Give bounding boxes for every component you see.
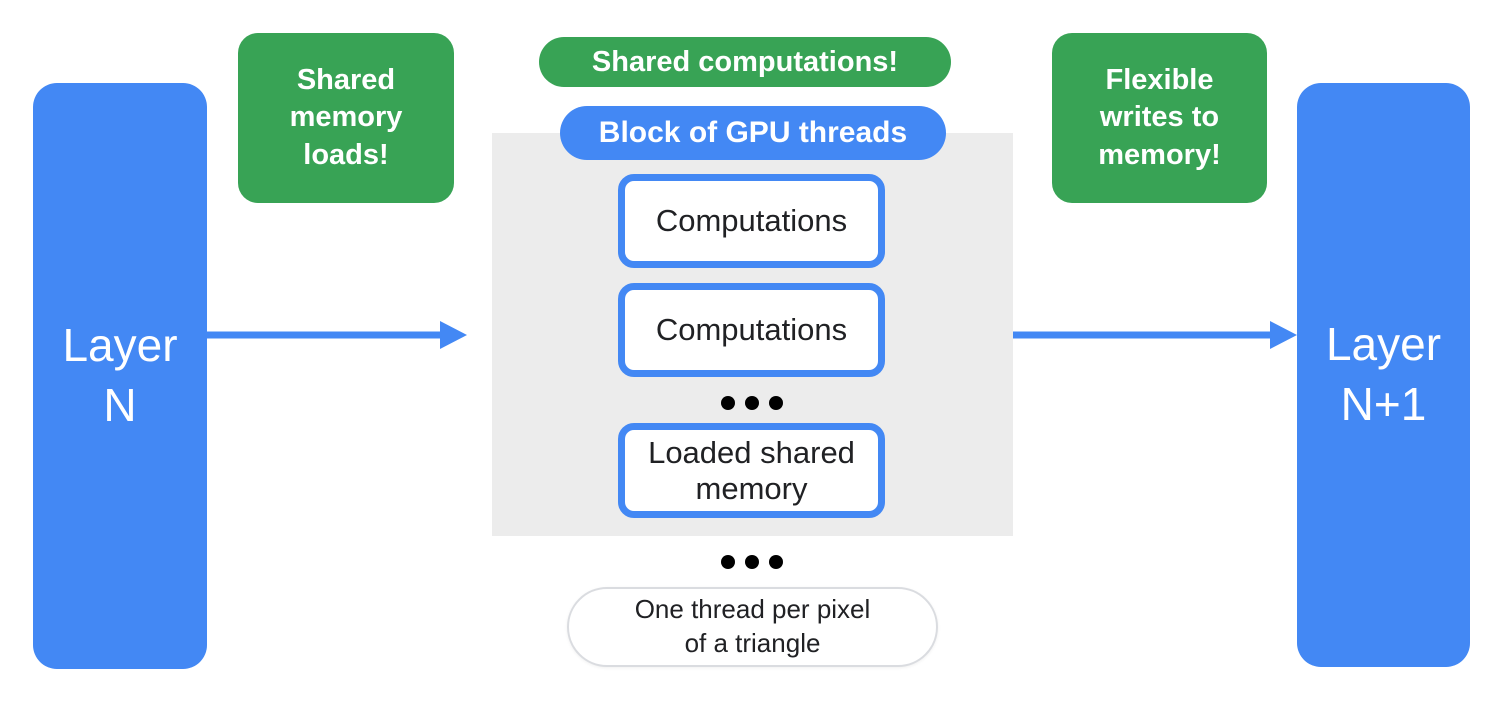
dot-icon (768, 396, 783, 410)
thread-per-pixel-note: One thread per pixel of a triangle (567, 587, 938, 667)
dot-icon (720, 396, 735, 410)
dot-icon (744, 555, 759, 569)
computations-box-2: Computations (618, 283, 885, 377)
computations-box-2-label: Computations (655, 312, 848, 348)
loaded-shared-memory-label: Loaded shared memory (648, 434, 855, 506)
arrow-block-to-right-layer-icon (1013, 321, 1297, 349)
callout-shared-computations-label: Shared computations! (591, 45, 899, 78)
arrow-left-layer-to-block-icon (207, 321, 467, 349)
gpu-block-label-pill: Block of GPU threads (560, 106, 946, 160)
callout-flexible-writes: Flexible writes to memory! (1052, 33, 1267, 203)
callout-flexible-writes-label: Flexible writes to memory! (1098, 64, 1221, 171)
callout-shared-computations: Shared computations! (539, 37, 951, 87)
callout-shared-memory-loads-label: Shared memory loads! (289, 64, 403, 171)
loaded-shared-memory-box: Loaded shared memory (618, 423, 885, 518)
gpu-block-label: Block of GPU threads (598, 116, 908, 149)
layer-n-plus-1-label: Layer N+1 (1325, 318, 1442, 430)
layer-n-label: Layer N (62, 319, 178, 431)
computations-box-1: Computations (618, 174, 885, 268)
ellipsis-dots-icon (618, 395, 885, 411)
layer-n-box: Layer N (33, 83, 207, 669)
dot-icon (720, 555, 735, 569)
layer-n-plus-1-box: Layer N+1 (1297, 83, 1470, 667)
ellipsis-dots-icon (618, 554, 885, 570)
callout-shared-memory-loads: Shared memory loads! (238, 33, 454, 203)
dot-icon (744, 396, 759, 410)
dot-icon (768, 555, 783, 569)
thread-per-pixel-note-label: One thread per pixel of a triangle (634, 594, 871, 658)
computations-box-1-label: Computations (655, 203, 848, 239)
